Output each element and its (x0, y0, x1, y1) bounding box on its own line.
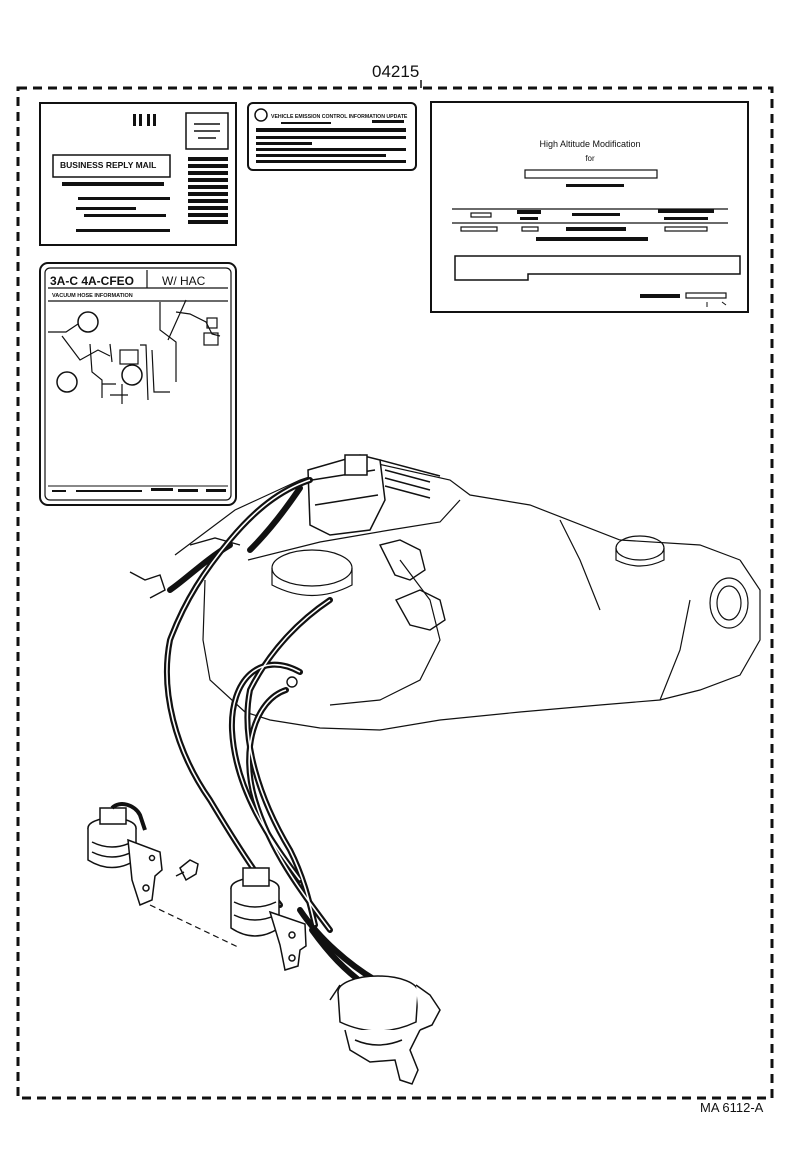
diaphragm-unit (329, 975, 441, 1085)
vacuum-hose-centerlines (166, 479, 331, 931)
part-number: 04215 (372, 62, 419, 81)
hac-valve-center (230, 867, 280, 937)
emission-label-title: VEHICLE EMISSION CONTROL INFORMATION UPD… (271, 114, 408, 120)
hose-fittings (129, 537, 446, 688)
figure-code: MA 6112-A (700, 1100, 764, 1115)
vacuum-hose-label: 3A-C 4A-CFEO W/ HAC VACUUM HOSE INFORMAT… (39, 262, 237, 506)
vacuum-switching-valve (307, 454, 441, 536)
kit-boundary (16, 86, 774, 1100)
business-reply-card: BUSINESS REPLY MAIL (39, 102, 237, 246)
reply-card-title: BUSINESS REPLY MAIL (60, 160, 156, 170)
barcode (188, 157, 228, 224)
high-altitude-label: High Altitude Modification for (430, 101, 749, 313)
engine-block (174, 459, 761, 731)
emission-label: VEHICLE EMISSION CONTROL INFORMATION UPD… (247, 102, 417, 171)
vacuum-label-engine-code: 3A-C 4A-CFEO (50, 274, 134, 288)
hac-valve-left (87, 802, 147, 869)
bolt (175, 859, 199, 882)
vacuum-label-variant: W/ HAC (162, 274, 206, 288)
bracket-left (127, 838, 163, 907)
vacuum-label-subtitle: VACUUM HOSE INFORMATION (52, 293, 133, 299)
bracket-center (268, 910, 307, 971)
high-altitude-title: High Altitude Modification (539, 139, 640, 149)
high-altitude-subtitle: for (585, 154, 595, 163)
